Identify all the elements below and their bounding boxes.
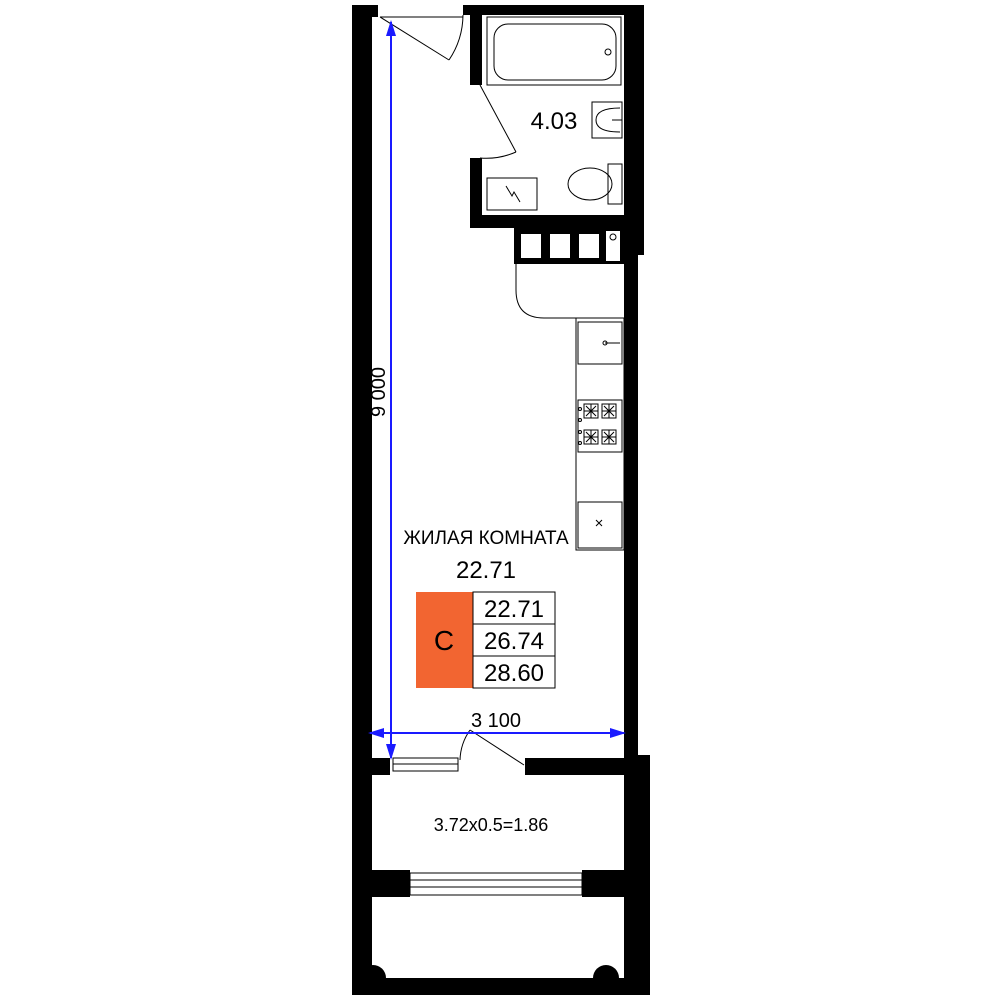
living-room-label: ЖИЛАЯ КОМНАТА bbox=[403, 528, 569, 549]
dimension-width-label: 3 100 bbox=[471, 710, 521, 732]
dimension-length-label: 9 000 bbox=[368, 367, 390, 417]
balcony-outer-right bbox=[582, 870, 624, 897]
refrigerator bbox=[577, 501, 623, 549]
legend-total-area: 26.74 bbox=[484, 628, 544, 655]
electrical-panel bbox=[486, 177, 538, 211]
walls bbox=[352, 5, 650, 995]
column-left bbox=[360, 965, 386, 991]
kitchen-counter bbox=[515, 264, 625, 551]
ventilation-shafts bbox=[514, 228, 624, 264]
bottom-wall bbox=[352, 978, 650, 995]
toilet bbox=[567, 163, 623, 205]
balcony-area-label: 3.72x0.5=1.86 bbox=[434, 815, 549, 835]
living-room-area: 22.71 bbox=[456, 557, 516, 584]
column-right bbox=[593, 965, 619, 991]
bathroom-bottom-wall bbox=[470, 215, 624, 228]
bathroom-top-wall bbox=[463, 5, 624, 15]
right-outer-wall bbox=[624, 5, 644, 255]
dimension-horizontal bbox=[368, 728, 626, 738]
apartment-type-badge bbox=[416, 592, 473, 688]
entry-wall-stub bbox=[372, 5, 378, 17]
legend-total-with-balcony: 28.60 bbox=[484, 660, 544, 687]
balcony-wall-left bbox=[372, 758, 390, 775]
left-outer-wall bbox=[352, 5, 372, 995]
kitchen-sink bbox=[577, 321, 623, 365]
bathtub bbox=[486, 16, 622, 86]
entrance-door bbox=[379, 14, 464, 61]
stove bbox=[577, 399, 623, 453]
washbasin bbox=[591, 101, 623, 139]
balcony-outer-left bbox=[372, 870, 410, 897]
bathroom-door bbox=[479, 84, 517, 159]
bathroom-area-label: 4.03 bbox=[531, 108, 578, 135]
right-wall-kitchen bbox=[624, 255, 638, 755]
balcony-wall-right bbox=[525, 758, 624, 775]
balcony-window bbox=[409, 872, 583, 896]
legend-living-area: 22.71 bbox=[484, 596, 544, 623]
area-legend bbox=[416, 591, 556, 689]
bathroom-left-wall-lower bbox=[470, 158, 482, 228]
bathroom-left-wall-upper bbox=[470, 5, 482, 85]
right-wall-balcony bbox=[624, 755, 650, 995]
balcony-door bbox=[392, 729, 525, 772]
apartment-type-letter: C bbox=[434, 625, 454, 656]
dimension-vertical bbox=[386, 20, 396, 760]
